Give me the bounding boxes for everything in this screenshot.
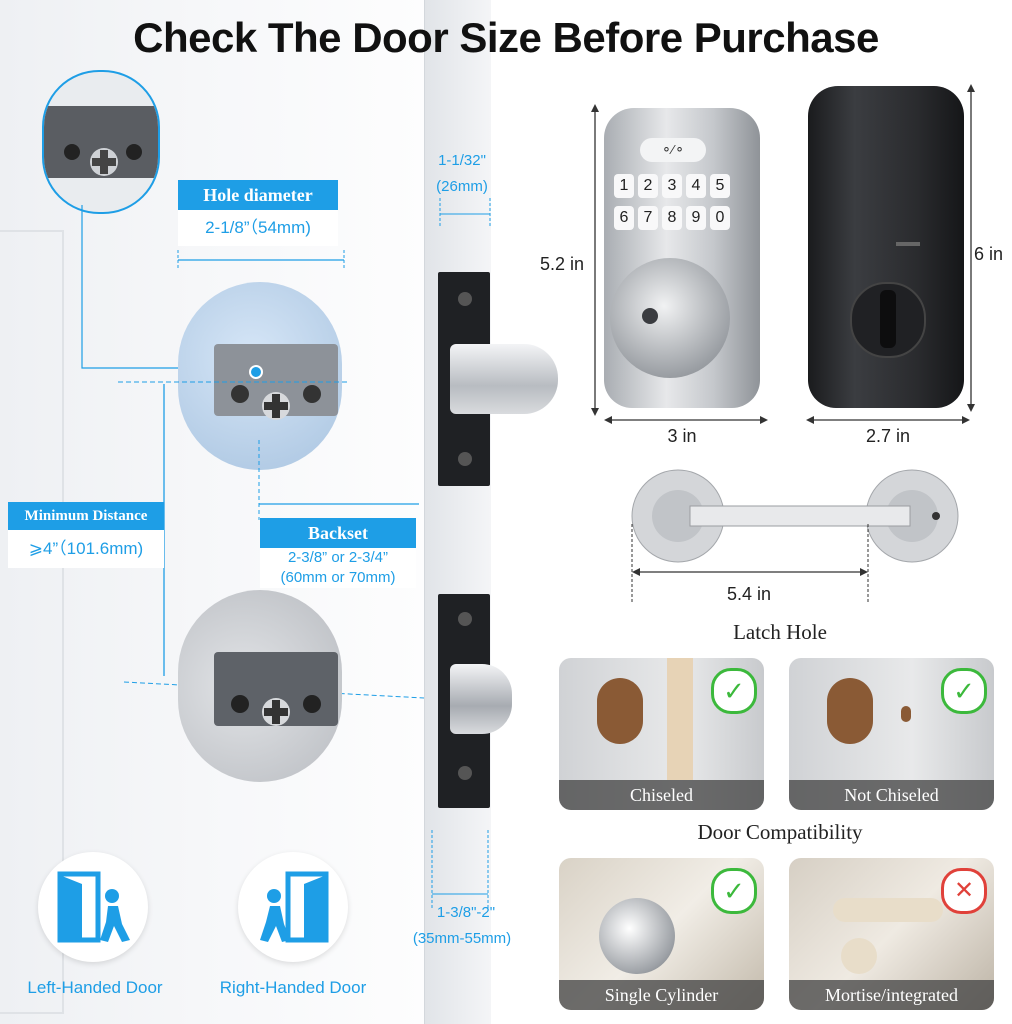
door-molding [0,230,64,1014]
faceplate-thickness-arrow [439,198,491,228]
door-compatibility-option-label: Single Cylinder [559,980,764,1010]
left-handed-door-icon [38,852,148,962]
key-cylinder [610,258,730,378]
strike-plate-zoom [42,70,160,214]
door-compatibility-title: Door Compatibility [697,820,863,844]
latch-bore [827,678,873,744]
mortise-card: ✕ Mortise/integrated [789,858,994,1010]
page-title: Check The Door Size Before Purchase [133,14,879,61]
front-width-arrow [604,416,768,424]
latch-hole-chiseled-card: ✓ Chiseled [559,658,764,810]
check-icon: ✓ [711,868,757,914]
door-compatibility-option-label: Mortise/integrated [789,980,994,1010]
keypad-key: 8 [662,206,682,230]
cross-icon: ✕ [941,868,987,914]
keypad-key: 6 [614,206,634,230]
latch-length-label: 5.4 in [726,584,772,604]
front-width-label: 3 in [667,426,697,446]
minimum-distance-guides [118,381,425,699]
hole-diameter-arrow [177,250,345,270]
keypad-key: 5 [710,174,730,198]
mortise-cylinder [841,938,877,974]
keypad-key: 1 [614,174,634,198]
latch-bore [597,678,643,744]
door-thickness-line2: (35mm-55mm) [412,930,512,947]
keypad-key: 2 [638,174,658,198]
latch-bore-hole [178,590,342,782]
door-edge [424,0,491,1024]
screw-icon [458,452,472,466]
minimum-distance-label: Minimum Distance [8,502,164,530]
latch-hole-option-label: Not Chiseled [789,780,994,810]
keypad-key: 0 [710,206,730,230]
battery-cover-slot [896,242,920,246]
latch-hole-not-chiseled-card: ✓ Not Chiseled [789,658,994,810]
hole-diameter-label: Hole diameter [178,180,338,210]
keypad-key: 3 [662,174,682,198]
faceplate-thickness-line1: 1-1/32" [438,152,486,169]
door-edge-mortise [667,658,693,780]
lock-unlock-button: ⚬⁄⚬ [640,138,706,162]
keypad-key: 9 [686,206,706,230]
front-height-arrow [591,104,599,416]
deadbolt [450,344,558,414]
latch-length-arrow [631,524,869,604]
latch-bolt [450,664,512,734]
door-thickness-line1: 1-3/8"-2" [436,904,496,921]
lever-handle [833,898,943,922]
latch-edge-hole [901,706,911,722]
check-icon: ✓ [941,668,987,714]
keyhole-icon [642,308,658,324]
bore-hole [178,282,342,470]
latch-hole-title: Latch Hole [733,620,827,644]
faceplate-thickness-line2: (26mm) [436,178,488,195]
keypad-key: 4 [686,174,706,198]
screw-icon [458,766,472,780]
single-cylinder-card: ✓ Single Cylinder [559,858,764,1010]
front-height-label: 5.2 in [540,254,585,274]
right-handed-door-label: Right-Handed Door [219,978,367,997]
latch-hole-option-label: Chiseled [559,780,764,810]
latch-assembly [630,468,960,564]
interior-lock-back [808,86,964,408]
door-knob [599,898,675,974]
backset-label: Backset [260,518,416,548]
keypad-key: 7 [638,206,658,230]
back-height-arrow [967,84,975,412]
backset-value-line2: (60mm or 70mm) [260,568,416,588]
thumb-turn [850,282,926,358]
thumb-turn-knob [880,290,896,348]
right-handed-door-icon [238,852,348,962]
backset-arrow [258,440,419,520]
hole-diameter-value: 2-1/8”（54mm) [178,210,338,246]
check-icon: ✓ [711,668,757,714]
back-width-arrow [806,416,970,424]
screw-icon [458,612,472,626]
minimum-distance-value: ⩾4”（101.6mm) [8,530,164,568]
backset-value-line1: 2-3/8” or 2-3/4” [260,548,416,568]
back-height-label: 6 in [974,244,1004,264]
back-width-label: 2.7 in [865,426,911,446]
screw-icon [458,292,472,306]
left-handed-door-label: Left-Handed Door [27,978,163,997]
door-thickness-arrow [431,830,489,910]
